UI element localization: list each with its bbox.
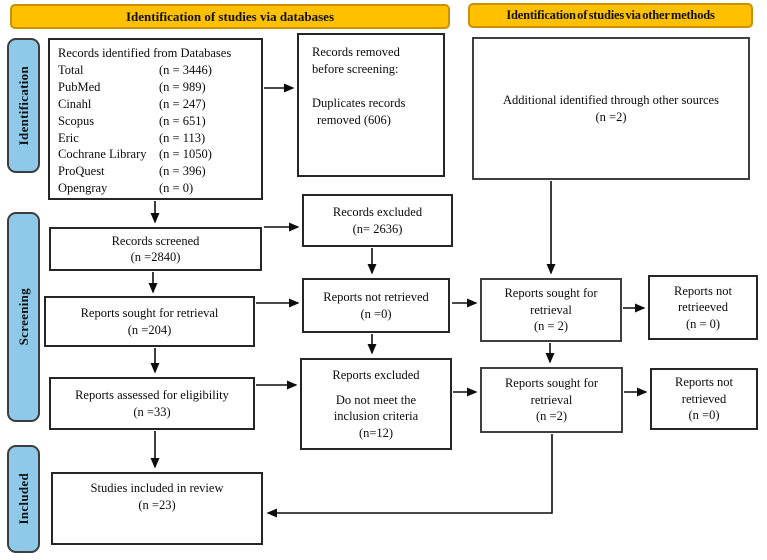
box-records-removed: Records removed before screening: Duplic… — [297, 33, 445, 177]
db-label: Cochrane Library — [58, 147, 147, 162]
reports-sought-other-line: retrieval — [530, 302, 572, 317]
stage-identification-label: Identification — [15, 65, 31, 146]
reports-sought-other-count: (n =2) — [536, 409, 567, 424]
db-count: (n = 651) — [159, 113, 206, 128]
reports-assessed-line: Reports assessed for eligibility — [75, 388, 229, 402]
stage-included: Included — [7, 445, 40, 553]
db-label: Opengray — [58, 181, 108, 196]
db-count: (n = 1050) — [159, 147, 212, 162]
reports-sought-line: Reports sought for retrieval — [80, 306, 219, 320]
reports-excluded-line: Reports excluded — [332, 368, 420, 382]
header-identification-via-other-methods: Identification of studies via other meth… — [468, 3, 753, 28]
spacer — [312, 78, 439, 95]
box-reports-sought-other-1: Reports sought for retrieval (n = 2) — [480, 278, 622, 342]
box-reports-sought-retrieval: Reports sought for retrieval (n =204) — [44, 296, 255, 347]
box-records-excluded: Records excluded (n= 2636) — [302, 194, 453, 247]
reports-sought-other-line: Reports sought for — [504, 286, 598, 301]
reports-not-retrieved-other-line: retrieved — [681, 391, 727, 406]
db-row: ProQuest (n = 396) — [58, 163, 257, 180]
studies-included-line: Studies included in review — [90, 481, 224, 495]
additional-sources-count: (n =2) — [595, 109, 627, 124]
reports-not-retrieved-line: Reports not retrieved — [323, 290, 429, 304]
reports-not-retrieved-other-line: Reports not — [675, 375, 733, 390]
reports-not-retrieved-count: (n =0) — [360, 306, 392, 321]
reports-not-retrieved-other-count: (n =0) — [688, 408, 720, 423]
stage-screening: Screening — [7, 212, 40, 422]
header-identification-via-databases: Identification of studies via databases — [10, 4, 450, 29]
db-row: Cinahl (n = 247) — [58, 96, 257, 113]
db-count: (n = 247) — [159, 96, 206, 111]
box-reports-not-retrieved: Reports not retrieved (n =0) — [302, 278, 450, 333]
box-reports-assessed: Reports assessed for eligibility (n =33) — [49, 377, 255, 430]
db-count: (n = 0) — [159, 181, 194, 196]
box-records-screened: Records screened (n =2840) — [49, 227, 262, 271]
stage-identification: Identification — [7, 38, 40, 173]
db-count: (n = 113) — [159, 130, 206, 145]
db-label: Total — [58, 62, 84, 77]
records-screened-line: Records screened — [111, 233, 200, 248]
db-label: PubMed — [58, 79, 101, 94]
records-removed-line: Duplicates records — [312, 96, 406, 110]
records-removed-line: removed (606) — [317, 113, 391, 127]
box-records-identified: Records identified from Databases Total … — [48, 38, 263, 200]
box-reports-not-retrieved-other-1: Reports not retrieeved (n = 0) — [648, 275, 758, 340]
stage-included-label: Included — [15, 473, 31, 525]
records-identified-title: Records identified from Databases — [58, 46, 232, 60]
records-excluded-line: Records excluded — [332, 205, 423, 219]
db-label: Cinahl — [58, 96, 92, 111]
db-count: (n = 989) — [159, 79, 206, 94]
db-row: Cochrane Library (n = 1050) — [58, 146, 257, 163]
db-row: Total (n = 3446) — [58, 62, 257, 79]
reports-excluded-line: inclusion criteria — [333, 409, 419, 423]
reports-excluded-count: (n=12) — [358, 425, 394, 440]
records-removed-line: Records removed — [312, 45, 400, 59]
db-row: PubMed (n = 989) — [58, 79, 257, 96]
db-label: ProQuest — [58, 164, 105, 179]
reports-sought-other-count: (n = 2) — [533, 319, 569, 334]
records-screened-count: (n =2840) — [130, 250, 181, 264]
reports-excluded-line: Do not meet the — [335, 392, 417, 407]
stage-screening-label: Screening — [15, 288, 31, 346]
db-count: (n = 3446) — [159, 62, 212, 77]
records-removed-line: before screening: — [312, 62, 399, 76]
db-label: Eric — [58, 130, 79, 145]
box-reports-sought-other-2: Reports sought for retrieval (n =2) — [480, 367, 623, 433]
db-row: Opengray (n = 0) — [58, 180, 257, 197]
box-reports-excluded: Reports excluded Do not meet the inclusi… — [300, 358, 452, 450]
db-label: Scopus — [58, 113, 95, 128]
studies-included-count: (n =23) — [138, 497, 176, 512]
additional-sources-line: Additional identified through other sour… — [503, 93, 719, 107]
db-count: (n = 396) — [159, 164, 206, 179]
reports-not-retrieved-other-line: retrieeved — [678, 300, 728, 315]
box-studies-included: Studies included in review (n =23) — [51, 472, 263, 545]
box-additional-sources: Additional identified through other sour… — [472, 37, 750, 180]
reports-not-retrieved-other-line: Reports not — [674, 283, 732, 298]
reports-sought-other-line: Reports sought for — [504, 376, 599, 391]
reports-sought-other-line: retrieval — [530, 392, 573, 407]
reports-sought-count: (n =204) — [127, 322, 172, 337]
box-reports-not-retrieved-other-2: Reports not retrieved (n =0) — [650, 368, 758, 430]
records-excluded-count: (n= 2636) — [352, 221, 403, 236]
db-row: Eric (n = 113) — [58, 130, 257, 147]
reports-not-retrieved-other-count: (n = 0) — [685, 316, 721, 331]
db-row: Scopus (n = 651) — [58, 113, 257, 130]
reports-assessed-count: (n =33) — [133, 404, 171, 419]
